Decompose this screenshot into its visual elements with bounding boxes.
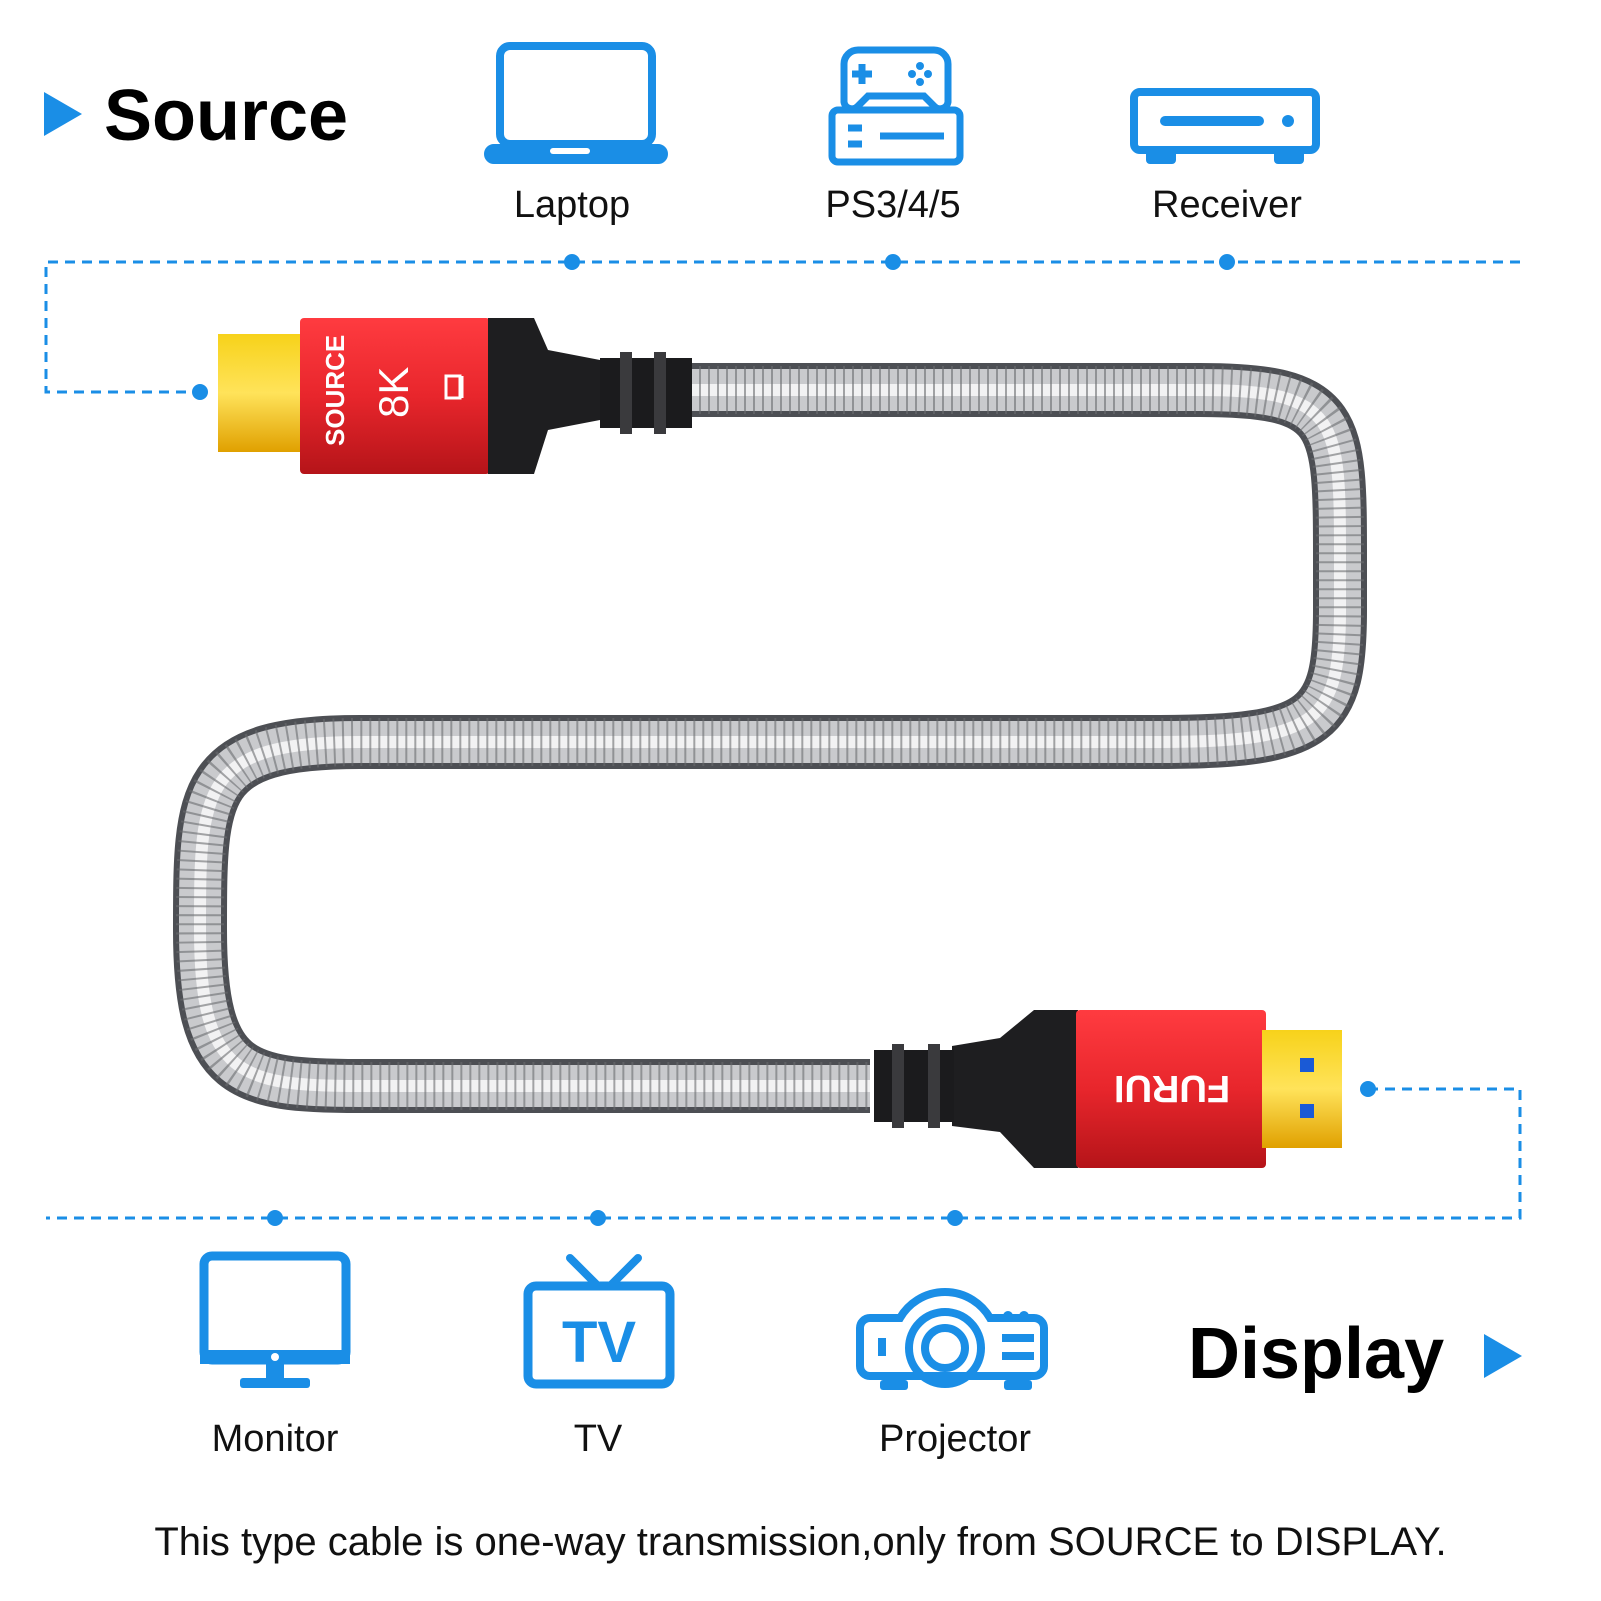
display-hdmi-connector: FURUI	[874, 1010, 1342, 1168]
footer-note: This type cable is one-way transmission,…	[154, 1520, 1447, 1564]
source-heading: Source	[104, 76, 349, 156]
source-hdmi-connector: SOURCE 8K	[218, 318, 692, 474]
display-heading: Display	[1188, 1314, 1445, 1394]
source-guide-dots	[192, 254, 1235, 400]
display-guide-lines	[46, 1087, 1522, 1220]
tv-label: TV	[573, 1418, 623, 1460]
laptop-icon	[484, 42, 668, 164]
projector-label: Projector	[878, 1418, 1032, 1460]
game-console-icon	[828, 46, 964, 166]
brand-label: FURUI	[1114, 1067, 1230, 1109]
source-connector-label: SOURCE	[320, 335, 350, 446]
tv-icon: TV	[523, 1254, 675, 1389]
monitor-label: Monitor	[211, 1418, 339, 1460]
console-buttons	[908, 62, 932, 86]
monitor-icon	[199, 1251, 351, 1388]
projector-icon	[856, 1288, 1048, 1388]
laptop-label: Laptop	[513, 184, 631, 226]
ps-label: PS3/4/5	[825, 184, 961, 226]
laptop-notch	[550, 148, 590, 154]
source-arrow-icon	[44, 92, 82, 136]
receiver-icon	[1130, 88, 1320, 164]
resolution-label: 8K	[370, 367, 417, 418]
display-arrow-icon	[1484, 1334, 1522, 1378]
hdmi-logo-icon	[444, 374, 464, 400]
tv-icon-text: TV	[562, 1310, 636, 1375]
projector-feet	[880, 1311, 1032, 1390]
receiver-label: Receiver	[1152, 184, 1302, 226]
steel-cable	[172, 363, 1367, 1113]
source-guide-lines	[44, 260, 1520, 394]
display-guide-dots	[267, 1081, 1376, 1226]
